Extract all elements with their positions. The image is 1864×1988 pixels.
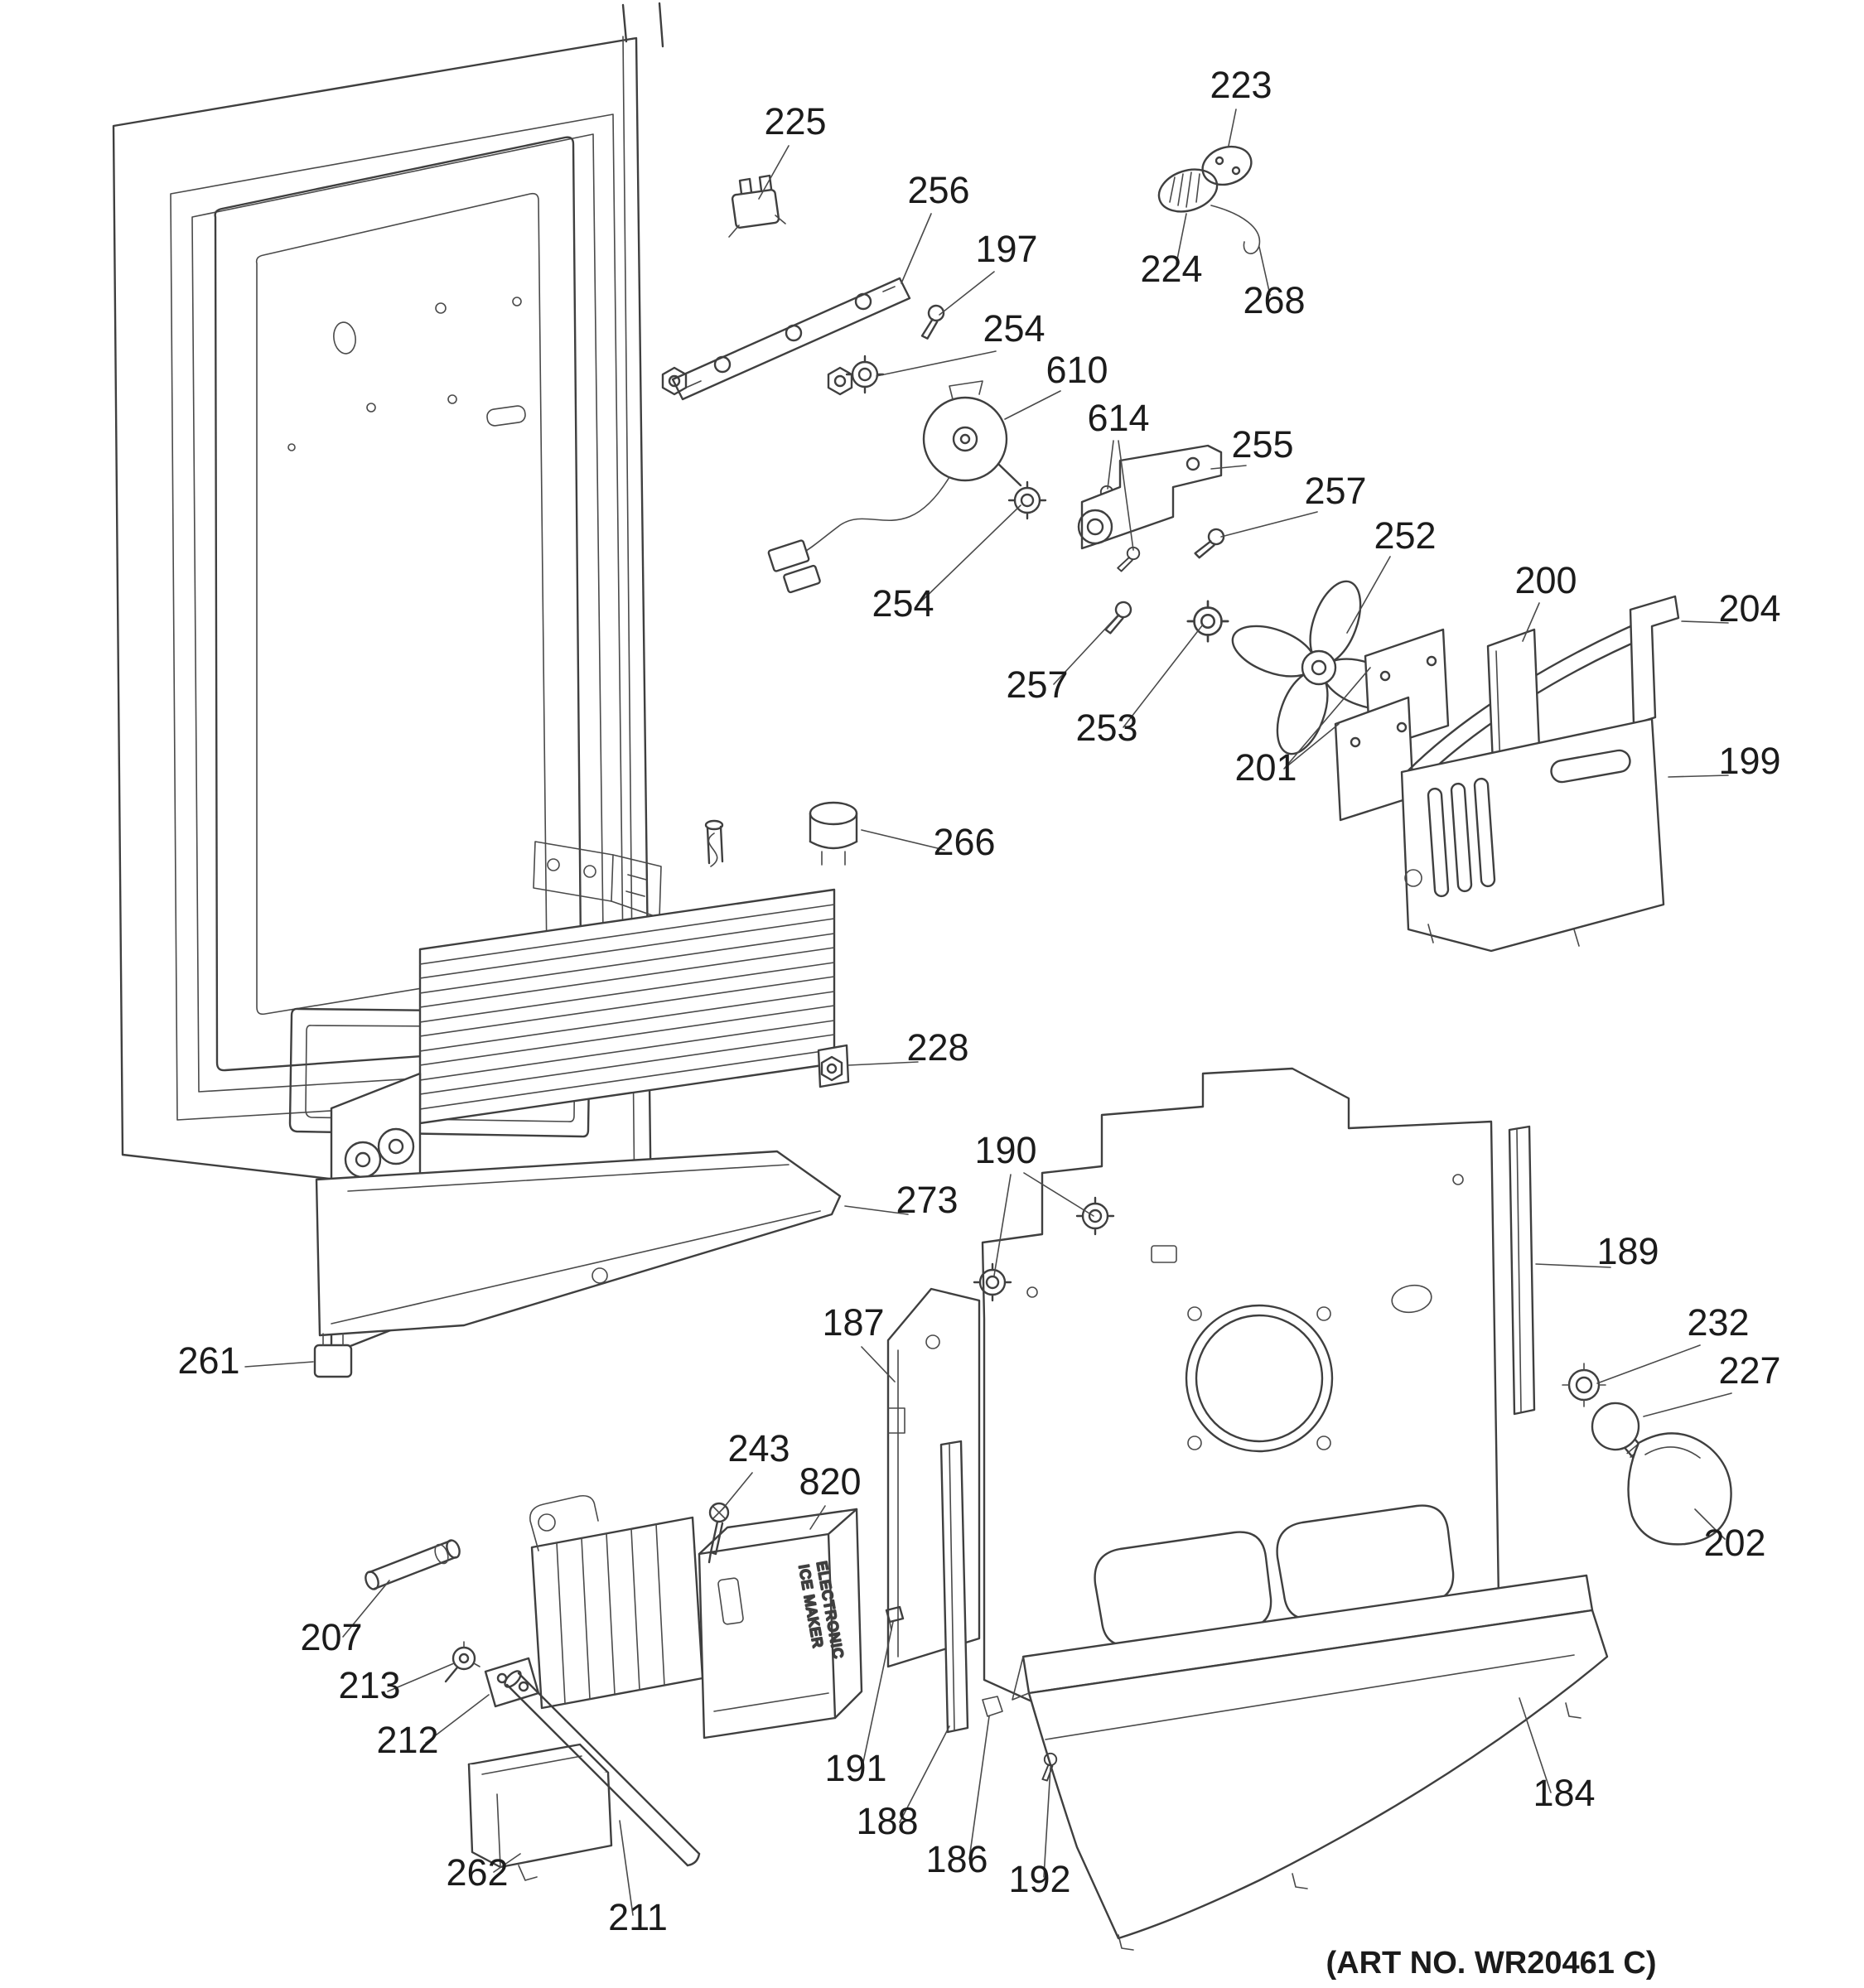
part-label-273: 273 — [896, 1179, 958, 1221]
ice-maker-module-820: ELECTRONIC ICE MAKER — [698, 1508, 863, 1740]
part-label-254-lower: 254 — [872, 582, 934, 625]
part-label-262: 262 — [446, 1851, 508, 1894]
part-label-820: 820 — [799, 1460, 861, 1503]
wire-268 — [1210, 205, 1261, 254]
part-label-204: 204 — [1718, 587, 1780, 630]
part-label-261: 261 — [177, 1339, 239, 1382]
part-label-187: 187 — [822, 1301, 884, 1344]
part-label-211: 211 — [608, 1896, 668, 1938]
part-label-191: 191 — [824, 1747, 886, 1789]
part-label-252: 252 — [1374, 514, 1436, 557]
bracket-204 — [1629, 595, 1680, 726]
drain-clip-261 — [313, 1333, 353, 1378]
bulb-cover-202 — [1627, 1432, 1732, 1546]
mounting-rail-256 — [661, 277, 911, 401]
bracket-212 — [484, 1657, 540, 1708]
part-label-227: 227 — [1718, 1349, 1780, 1392]
screw-257-lower — [1103, 598, 1134, 639]
part-label-257-lower: 257 — [1006, 663, 1068, 706]
heater-cap-223 — [1201, 145, 1253, 186]
part-label-186: 186 — [925, 1838, 988, 1880]
part-label-225: 225 — [764, 100, 826, 142]
screw-243 — [707, 1502, 730, 1564]
part-label-243: 243 — [727, 1427, 790, 1469]
spring-clip-213 — [444, 1641, 480, 1683]
part-label-189: 189 — [1596, 1230, 1659, 1272]
drain-pan-273 — [315, 1150, 842, 1337]
screw-197 — [920, 302, 946, 342]
part-label-224: 224 — [1140, 248, 1202, 290]
mounting-plates-201 — [1334, 628, 1450, 822]
heater-224 — [1157, 168, 1219, 213]
drain-heater-266 — [809, 801, 858, 866]
part-label-184: 184 — [1533, 1772, 1595, 1814]
screw-257-upper — [1193, 524, 1228, 565]
part-label-207: 207 — [300, 1616, 362, 1658]
part-label-228: 228 — [906, 1026, 968, 1069]
fan-motor-610 — [922, 380, 1022, 487]
part-label-201: 201 — [1234, 746, 1297, 789]
defrost-thermostat-225 — [728, 174, 786, 238]
part-label-188: 188 — [856, 1800, 918, 1842]
auger-shaft-207 — [365, 1539, 461, 1590]
part-label-256: 256 — [907, 169, 969, 211]
part-label-255: 255 — [1231, 423, 1293, 466]
part-label-202: 202 — [1703, 1522, 1765, 1564]
part-label-257-upper: 257 — [1304, 470, 1366, 512]
lamp-socket-232 — [1562, 1363, 1606, 1407]
part-label-213: 213 — [338, 1664, 400, 1706]
part-label-212: 212 — [376, 1719, 438, 1761]
part-label-614: 614 — [1087, 397, 1149, 439]
ice-maker-assembly — [529, 1494, 704, 1710]
motor-bracket-255 — [1077, 444, 1223, 550]
part-label-253: 253 — [1075, 707, 1137, 749]
part-label-223: 223 — [1210, 64, 1272, 106]
part-label-610: 610 — [1045, 349, 1108, 391]
part-label-254-upper: 254 — [983, 307, 1045, 350]
art-number: (ART NO. WR20461 C) — [1326, 1946, 1656, 1981]
side-strip-188 — [939, 1440, 969, 1734]
front-cover-184 — [1012, 1504, 1609, 1951]
part-label-192: 192 — [1008, 1858, 1070, 1900]
fan-shroud-199 — [1400, 717, 1665, 953]
screw-614-b — [1116, 543, 1142, 577]
fan-blade-252 — [1231, 580, 1407, 755]
part-label-200: 200 — [1514, 559, 1577, 601]
part-label-266: 266 — [933, 821, 995, 863]
leader-lines — [244, 109, 1732, 1916]
part-label-190: 190 — [974, 1129, 1036, 1171]
fill-tube-211 — [504, 1670, 701, 1867]
part-label-268: 268 — [1243, 279, 1305, 321]
part-label-232: 232 — [1687, 1301, 1749, 1344]
callout-labels: 225 256 197 254 610 614 255 257 252 200 … — [177, 64, 1780, 1938]
part-label-199: 199 — [1718, 740, 1780, 782]
ice-bin-262 — [467, 1743, 613, 1881]
part-label-197: 197 — [975, 228, 1037, 270]
grommet-254-lower — [1007, 480, 1047, 520]
motor-wire-harness — [767, 476, 950, 594]
side-strip-189 — [1508, 1125, 1536, 1416]
